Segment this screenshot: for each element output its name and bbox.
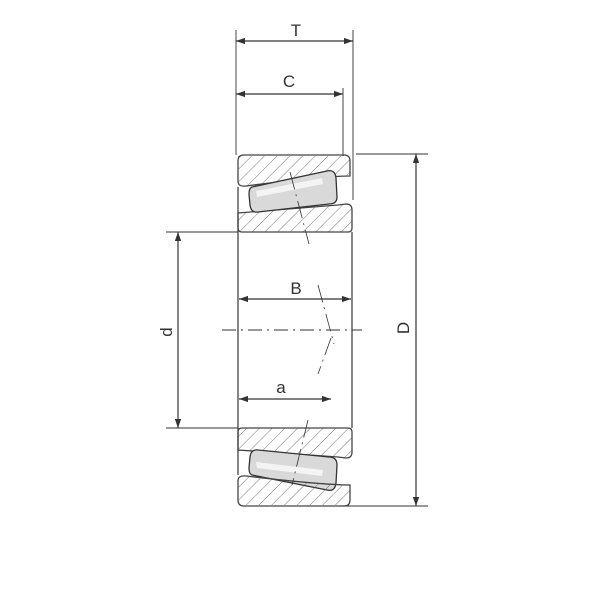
dimension-a-label: a [276, 378, 286, 397]
dimension-a: a [239, 378, 331, 403]
roller-top [248, 170, 338, 213]
dimension-C-label: C [283, 72, 295, 91]
contact-line-top [289, 171, 310, 245]
dimension-B-label: B [290, 279, 301, 298]
contact-line-middle [317, 284, 335, 345]
dimension-d-label: d [157, 327, 176, 336]
dimension-d: d [157, 232, 182, 428]
bearing-section [222, 154, 362, 507]
dimension-D: D [394, 154, 420, 506]
dimension-D-label: D [394, 322, 413, 334]
contact-line-bottom [291, 419, 309, 486]
contact-line-lower [317, 337, 332, 375]
dimension-T-label: T [291, 21, 301, 40]
dimension-T: T [236, 21, 353, 45]
roller-bottom [248, 449, 338, 491]
dimension-C: C [236, 72, 343, 98]
dimension-B: B [239, 279, 351, 303]
